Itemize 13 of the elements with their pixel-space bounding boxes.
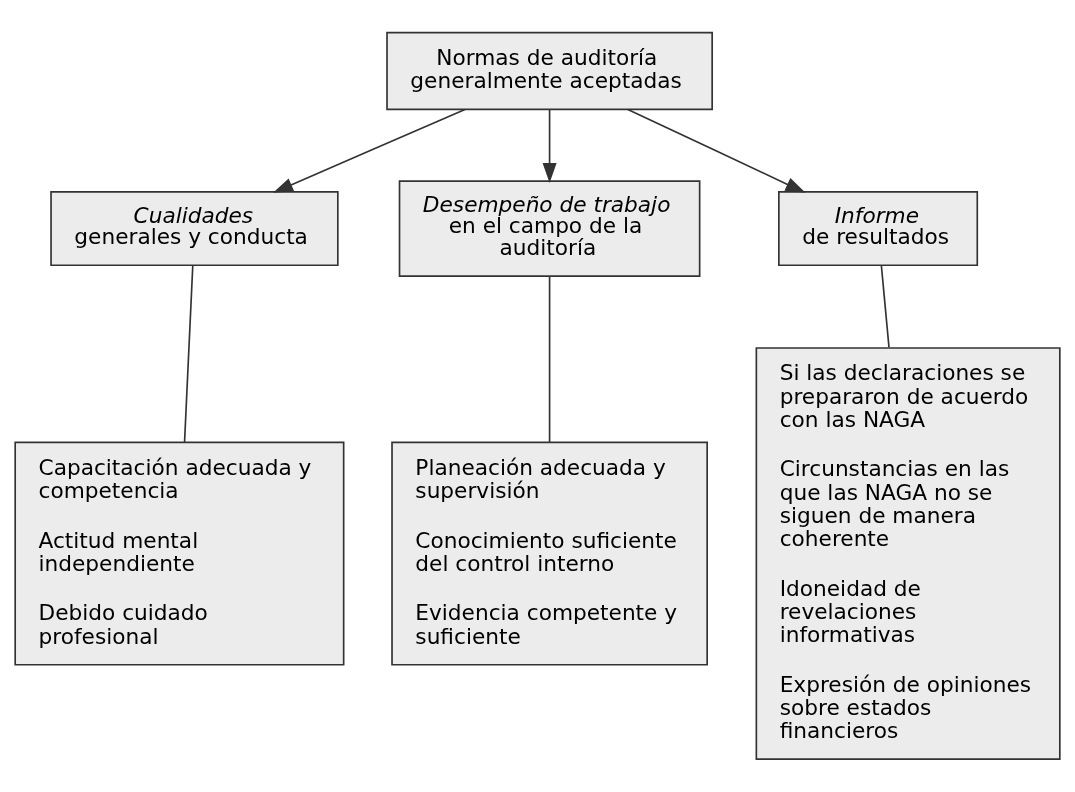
arrow (627, 108, 806, 193)
connector (548, 275, 551, 443)
connector (183, 264, 194, 443)
connector (880, 264, 890, 349)
node-box: Si las declaraciones se prepararon de acuerdo con las NAGA Circunstancias en las que las NAGA no se siguen de manera coherente Idoneidad de revelaciones informativas Expresión de opiniones sobre estados financieros (755, 347, 1061, 760)
arrow (273, 108, 466, 193)
node-box: Cualidades generales y conducta (50, 191, 339, 267)
node-box: Informe de resultados (778, 191, 979, 267)
node-box: Planeación adecuada y supervisión Conocimiento suficiente del control interno Evidencia competente y suficiente (391, 441, 708, 666)
node-box: Capacitación adecuada y competencia Actitud mental independiente Debido cuidado profesional (14, 441, 345, 666)
arrow (542, 109, 557, 184)
node-box: Normas de auditoría generalmente aceptadas (386, 31, 713, 111)
node-box: Desempeño de trabajo en el campo de la auditoría (398, 180, 701, 277)
